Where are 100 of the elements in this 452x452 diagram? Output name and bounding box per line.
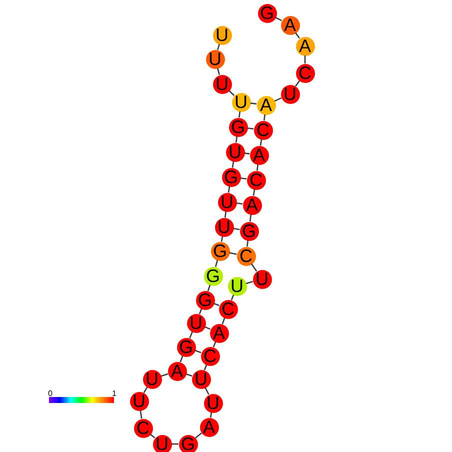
nucleotide-circle	[236, 246, 256, 266]
backbone-line	[230, 294, 234, 300]
scale-label: 1	[112, 390, 116, 398]
nucleotide-circle	[212, 74, 232, 94]
nucleotide-circle	[204, 394, 222, 412]
backbone-line	[140, 410, 142, 419]
backbone-line	[150, 434, 156, 438]
nucleotide-circle	[210, 324, 228, 342]
nucleotide-letter: C	[240, 247, 252, 265]
nucleotide-letter: U	[146, 370, 158, 388]
backbone-line	[256, 164, 259, 171]
nucleotide-circle	[280, 84, 300, 104]
nucleotide-letter: G	[212, 242, 227, 260]
backbone-line	[228, 186, 230, 193]
backbone-line	[220, 236, 224, 242]
backbone-line	[295, 80, 300, 87]
base-pair-line	[233, 228, 240, 230]
nucleotide-circle	[228, 276, 246, 296]
nucleotide-letter: U	[220, 193, 234, 211]
base-pair-line	[250, 102, 257, 105]
nucleotide-circle	[152, 434, 172, 452]
nucleotide-letter: A	[212, 324, 225, 342]
nucleotide-letter: U	[194, 370, 208, 388]
nucleotide-circle	[218, 192, 236, 212]
nucleotide-circle	[254, 120, 272, 140]
scale-label: 0	[48, 390, 52, 398]
nucleotide-letter: C	[222, 300, 234, 318]
backbone-line	[238, 111, 241, 118]
backbone-line	[160, 373, 168, 377]
nucleotide-circle	[246, 170, 266, 190]
nucleotide-letter: C	[250, 171, 262, 189]
nucleotide-letter: C	[136, 419, 150, 437]
nucleotide-letter: A	[252, 146, 265, 164]
nucleotide-letter: U	[216, 26, 228, 44]
nucleotide-circle	[168, 362, 186, 380]
nucleotide-letter: U	[228, 143, 242, 161]
nucleotide-letter: A	[260, 96, 272, 114]
nucleotide-letter: G	[206, 267, 220, 285]
backbone-line	[295, 32, 300, 39]
backbone-line	[232, 161, 234, 168]
base-pair-line	[229, 252, 237, 255]
nucleotide-letter: A	[202, 418, 215, 436]
nucleotide-circle	[200, 418, 218, 436]
nucleotide-circle	[214, 218, 234, 236]
base-pair-line	[240, 177, 247, 180]
nucleotide-letter: A	[284, 16, 296, 34]
nucleotide-letter: C	[204, 347, 216, 365]
nucleotide-circle	[256, 96, 276, 114]
nucleotide-letter: U	[156, 435, 168, 452]
base-pair-line	[186, 373, 192, 377]
nucleotide-letter: U	[190, 314, 202, 332]
nucleotide-letter: G	[198, 291, 212, 309]
backbone-line	[143, 386, 148, 394]
nucleotide-letter: A	[246, 196, 258, 214]
base-pair-line	[214, 302, 220, 306]
nucleotide-circle	[206, 50, 224, 68]
backbone-line	[275, 16, 282, 22]
nucleotide-letter: U	[230, 277, 244, 295]
nucleotide-circle	[296, 64, 314, 82]
backbone-line	[216, 68, 220, 76]
backbone-line	[252, 189, 256, 196]
nucleotide-letter: U	[234, 93, 248, 111]
backbone-line	[246, 280, 254, 284]
nucleotide-circle	[226, 142, 244, 162]
backbone-line	[180, 356, 184, 362]
base-pair-line	[244, 152, 250, 154]
nucleotide-circle	[192, 370, 210, 388]
backbone-line	[260, 139, 262, 146]
backbone-line	[249, 214, 252, 222]
nucleotide-circle	[280, 16, 300, 34]
base-pair-line	[204, 326, 211, 330]
nucleotide-circle	[142, 370, 162, 388]
backbone-line	[194, 432, 202, 439]
nucleotide-circle	[218, 300, 238, 318]
nucleotide-circle	[232, 92, 250, 112]
backbone-line	[263, 114, 266, 121]
base-pair-line	[194, 350, 202, 354]
backbone-line	[250, 263, 258, 272]
nucleotide-letter: G	[178, 338, 193, 356]
nucleotide-letter: A	[170, 362, 183, 380]
backbone-line	[204, 387, 210, 395]
nucleotide-circle	[186, 314, 206, 332]
nucleotide-letter: G	[242, 222, 256, 240]
backbone-line	[235, 136, 238, 143]
nucleotide-letter: C	[256, 121, 270, 139]
nucleotide-circle	[212, 26, 232, 44]
nucleotide-circle	[130, 392, 148, 410]
nucleotide-letter: U	[284, 85, 296, 103]
nucleotide-letter: U	[206, 394, 220, 412]
backbone-line	[228, 90, 235, 96]
nucleotide-letter: G	[224, 168, 238, 186]
nucleotide-letter: A	[298, 37, 311, 55]
nucleotide-letter: U	[132, 392, 146, 410]
nucleotide-letter: G	[230, 118, 245, 136]
nucleotide-letter: G	[180, 435, 195, 452]
nucleotide-letter: G	[260, 4, 274, 22]
nucleotide-letter: U	[218, 218, 230, 236]
nucleotide-circle	[252, 270, 272, 288]
nucleotide-letter: U	[208, 50, 222, 68]
backbone-line	[274, 97, 282, 102]
